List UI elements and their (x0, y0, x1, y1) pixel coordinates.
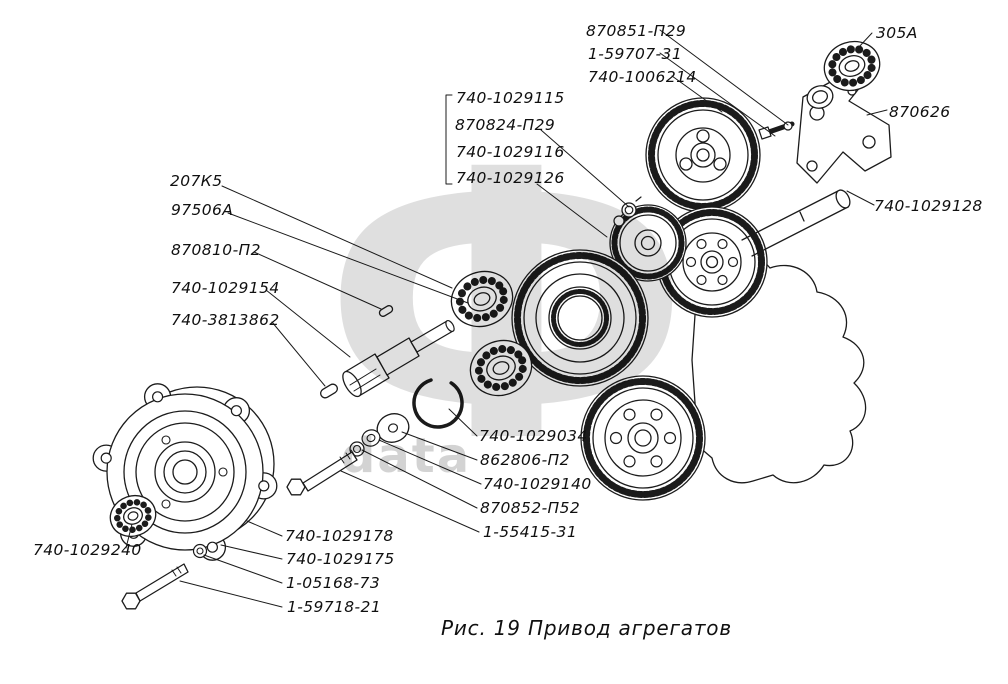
part-label-740-3813862: 740-3813862 (171, 311, 280, 329)
part-label-97506a: 97506А (171, 201, 234, 219)
part-label-740-1029034: 740-1029034 (479, 427, 588, 445)
part-label-740-1029140: 740-1029140 (483, 475, 592, 493)
drive-shaft-740-1029154 (342, 319, 455, 398)
part-label-740-1006214: 740-1006214 (588, 68, 697, 86)
bolt-1-55415-31 (286, 449, 358, 496)
bearing-207K5 (450, 270, 514, 328)
part-label-870810-p2: 870810-П2 (171, 241, 261, 259)
bearing-97506A (469, 339, 533, 397)
part-label-1-59707-31: 1-59707-31 (588, 45, 683, 63)
part-label-740-1029115: 740-1029115 (456, 89, 565, 107)
part-label-1-05168-73: 1-05168-73 (286, 574, 381, 592)
part-label-1-55415-31: 1-55415-31 (483, 523, 578, 541)
part-label-207k5: 207К5 (170, 172, 223, 190)
bolt-870851 (758, 121, 795, 140)
camshaft-740-1029128 (741, 189, 851, 257)
part-label-870626: 870626 (889, 103, 951, 121)
bearing-inner-race (806, 85, 834, 109)
washer-740-1029140 (361, 429, 381, 447)
nut-870852 (349, 441, 365, 457)
snap-ring-740-1029034 (412, 377, 464, 429)
part-label-740-1029126: 740-1029126 (456, 169, 565, 187)
part-label-870851-p29: 870851-П29 (586, 22, 687, 40)
key-870810 (378, 305, 394, 317)
gear-740-1006214 (645, 97, 761, 213)
part-label-862806-p2: 862806-П2 (480, 451, 570, 469)
idler-nut-washer (613, 196, 642, 227)
part-label-1-59718-21: 1-59718-21 (287, 598, 382, 616)
bearing-740-1029240 (109, 494, 157, 538)
part-label-740-1029175: 740-1029175 (286, 550, 395, 568)
bearing-305A (823, 40, 881, 92)
part-label-740-1029178: 740-1029178 (285, 527, 394, 545)
gear-idler (609, 204, 687, 282)
washer-1-05168 (192, 543, 208, 559)
bolt-1-59718-21 (121, 563, 189, 610)
leader-lines (125, 29, 888, 608)
gear-lower (580, 375, 706, 501)
part-label-740-1029154: 740-1029154 (171, 279, 280, 297)
gear-main-drive (511, 249, 649, 387)
figure-caption: Рис. 19 Привод агрегатов (441, 616, 732, 640)
part-label-740-1029240: 740-1029240 (33, 541, 142, 559)
part-label-870824-p29: 870824-П29 (455, 116, 556, 134)
part-label-740-1029116: 740-1029116 (456, 143, 565, 161)
part-label-305a: 305A (876, 24, 918, 42)
key-740-3813862 (319, 383, 339, 399)
part-label-740-1029128: 740-1029128 (874, 197, 983, 215)
part-label-870852-p52: 870852-П52 (480, 499, 581, 517)
